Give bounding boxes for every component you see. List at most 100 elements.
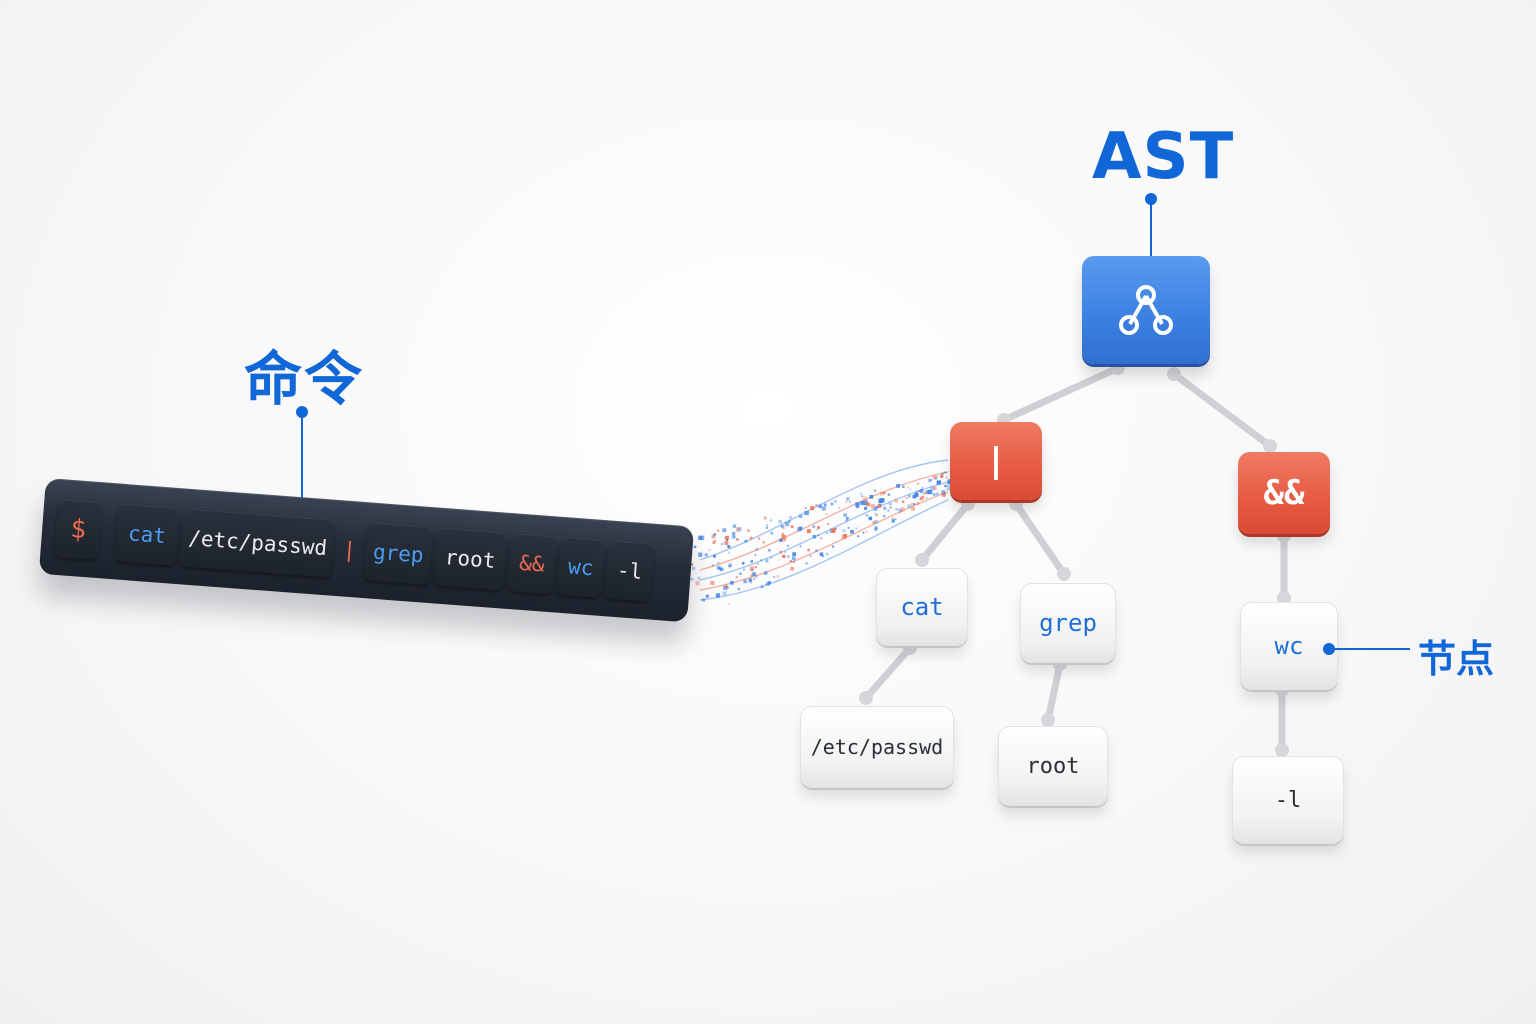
stream-particle xyxy=(784,551,787,553)
stream-particle xyxy=(864,506,868,510)
stream-particle xyxy=(847,527,850,529)
stream-particle xyxy=(850,530,854,534)
stream-particle xyxy=(782,526,785,530)
stream-particle xyxy=(891,517,894,520)
token-key: root xyxy=(433,527,508,591)
stream-particle xyxy=(726,539,728,541)
stream-particle xyxy=(720,567,724,572)
stream-particle xyxy=(894,498,898,503)
stream-particle xyxy=(755,547,759,551)
stream-particle xyxy=(855,527,858,530)
and-operator-node: && xyxy=(1238,452,1330,534)
stream-particle xyxy=(786,544,790,547)
stream-particle xyxy=(812,534,817,539)
stream-particle xyxy=(817,526,820,529)
token-key: /etc/passwd xyxy=(179,508,336,578)
stream-particle xyxy=(819,552,824,556)
stream-particle xyxy=(713,533,717,536)
token-key: -l xyxy=(604,540,655,602)
stream-particle xyxy=(909,488,912,491)
stream-particle xyxy=(753,577,756,580)
stream-particle xyxy=(857,535,860,538)
stream-particle xyxy=(869,495,874,499)
stream-particle xyxy=(935,475,938,479)
stream-particle xyxy=(862,496,868,501)
stream-particle xyxy=(887,509,890,512)
stream-particle xyxy=(860,492,862,495)
stream-particle xyxy=(868,516,873,521)
stream-particle xyxy=(781,525,784,528)
stream-particle xyxy=(946,486,951,491)
stream-particle xyxy=(898,508,903,513)
stream-particle xyxy=(778,519,782,524)
stream-particle xyxy=(762,541,765,544)
ast-label-dot xyxy=(1145,193,1157,205)
stream-particle xyxy=(690,563,693,566)
stream-particle xyxy=(788,516,792,520)
stream-particle xyxy=(806,529,811,534)
stream-particle xyxy=(934,477,938,480)
stream-particle xyxy=(912,495,916,499)
etc-passwd-argument-node: /etc/passwd xyxy=(800,706,954,788)
stream-particle xyxy=(702,598,706,602)
stream-particle xyxy=(748,578,753,582)
stream-particle xyxy=(825,513,828,515)
stream-particle xyxy=(818,504,822,508)
stream-particle xyxy=(834,500,837,503)
stream-particle xyxy=(866,502,871,507)
stream-particle xyxy=(916,502,920,505)
stream-particle xyxy=(715,593,721,598)
stream-particle xyxy=(787,555,790,558)
stream-particle xyxy=(768,549,771,552)
stream-particle xyxy=(699,535,705,541)
stream-particle xyxy=(883,506,887,510)
stream-particle xyxy=(883,515,886,518)
stream-particle xyxy=(845,501,848,503)
stream-particle xyxy=(944,471,947,474)
stream-particle xyxy=(827,523,830,525)
stream-particle xyxy=(900,507,905,512)
stream-particle xyxy=(889,506,892,509)
stream-particle xyxy=(823,503,827,507)
stream-particle xyxy=(932,475,937,480)
stream-line xyxy=(699,499,949,601)
stream-particle xyxy=(770,519,772,522)
stream-particle xyxy=(782,554,786,558)
token-key: | xyxy=(342,537,357,563)
stream-particle xyxy=(754,554,757,556)
stream-particle xyxy=(875,506,878,509)
stream-particle xyxy=(855,502,860,507)
stream-particle xyxy=(720,542,724,546)
stream-particle xyxy=(717,529,720,532)
stream-particle xyxy=(781,533,784,535)
stream-particle xyxy=(722,591,727,596)
stream-particle xyxy=(871,504,876,509)
stream-particle xyxy=(883,491,886,494)
stream-particle xyxy=(917,483,919,485)
tree-edge xyxy=(862,644,914,702)
stream-particle xyxy=(722,528,727,533)
stream-particle xyxy=(932,493,936,496)
stream-particle xyxy=(820,537,823,540)
stream-particle xyxy=(865,514,869,517)
stream-particle xyxy=(862,531,865,534)
stream-particle xyxy=(821,506,826,511)
stream-particle xyxy=(716,565,721,570)
edge-joint xyxy=(859,691,873,705)
stream-particle xyxy=(894,518,897,521)
stream-particle xyxy=(877,503,882,508)
stream-particle xyxy=(831,528,836,533)
stream-particle xyxy=(940,474,944,478)
stream-particle xyxy=(905,497,908,499)
stream-particle xyxy=(804,510,809,516)
stream-particle xyxy=(735,576,738,579)
stream-particle xyxy=(830,502,834,506)
stream-particle xyxy=(913,503,916,505)
stream-particle xyxy=(901,500,905,503)
stream-particle xyxy=(749,536,753,540)
stream-particle xyxy=(749,581,752,584)
stream-particle xyxy=(735,527,741,532)
stream-particle xyxy=(875,513,878,517)
stream-particle xyxy=(930,486,935,491)
edge-joint xyxy=(1167,367,1181,381)
